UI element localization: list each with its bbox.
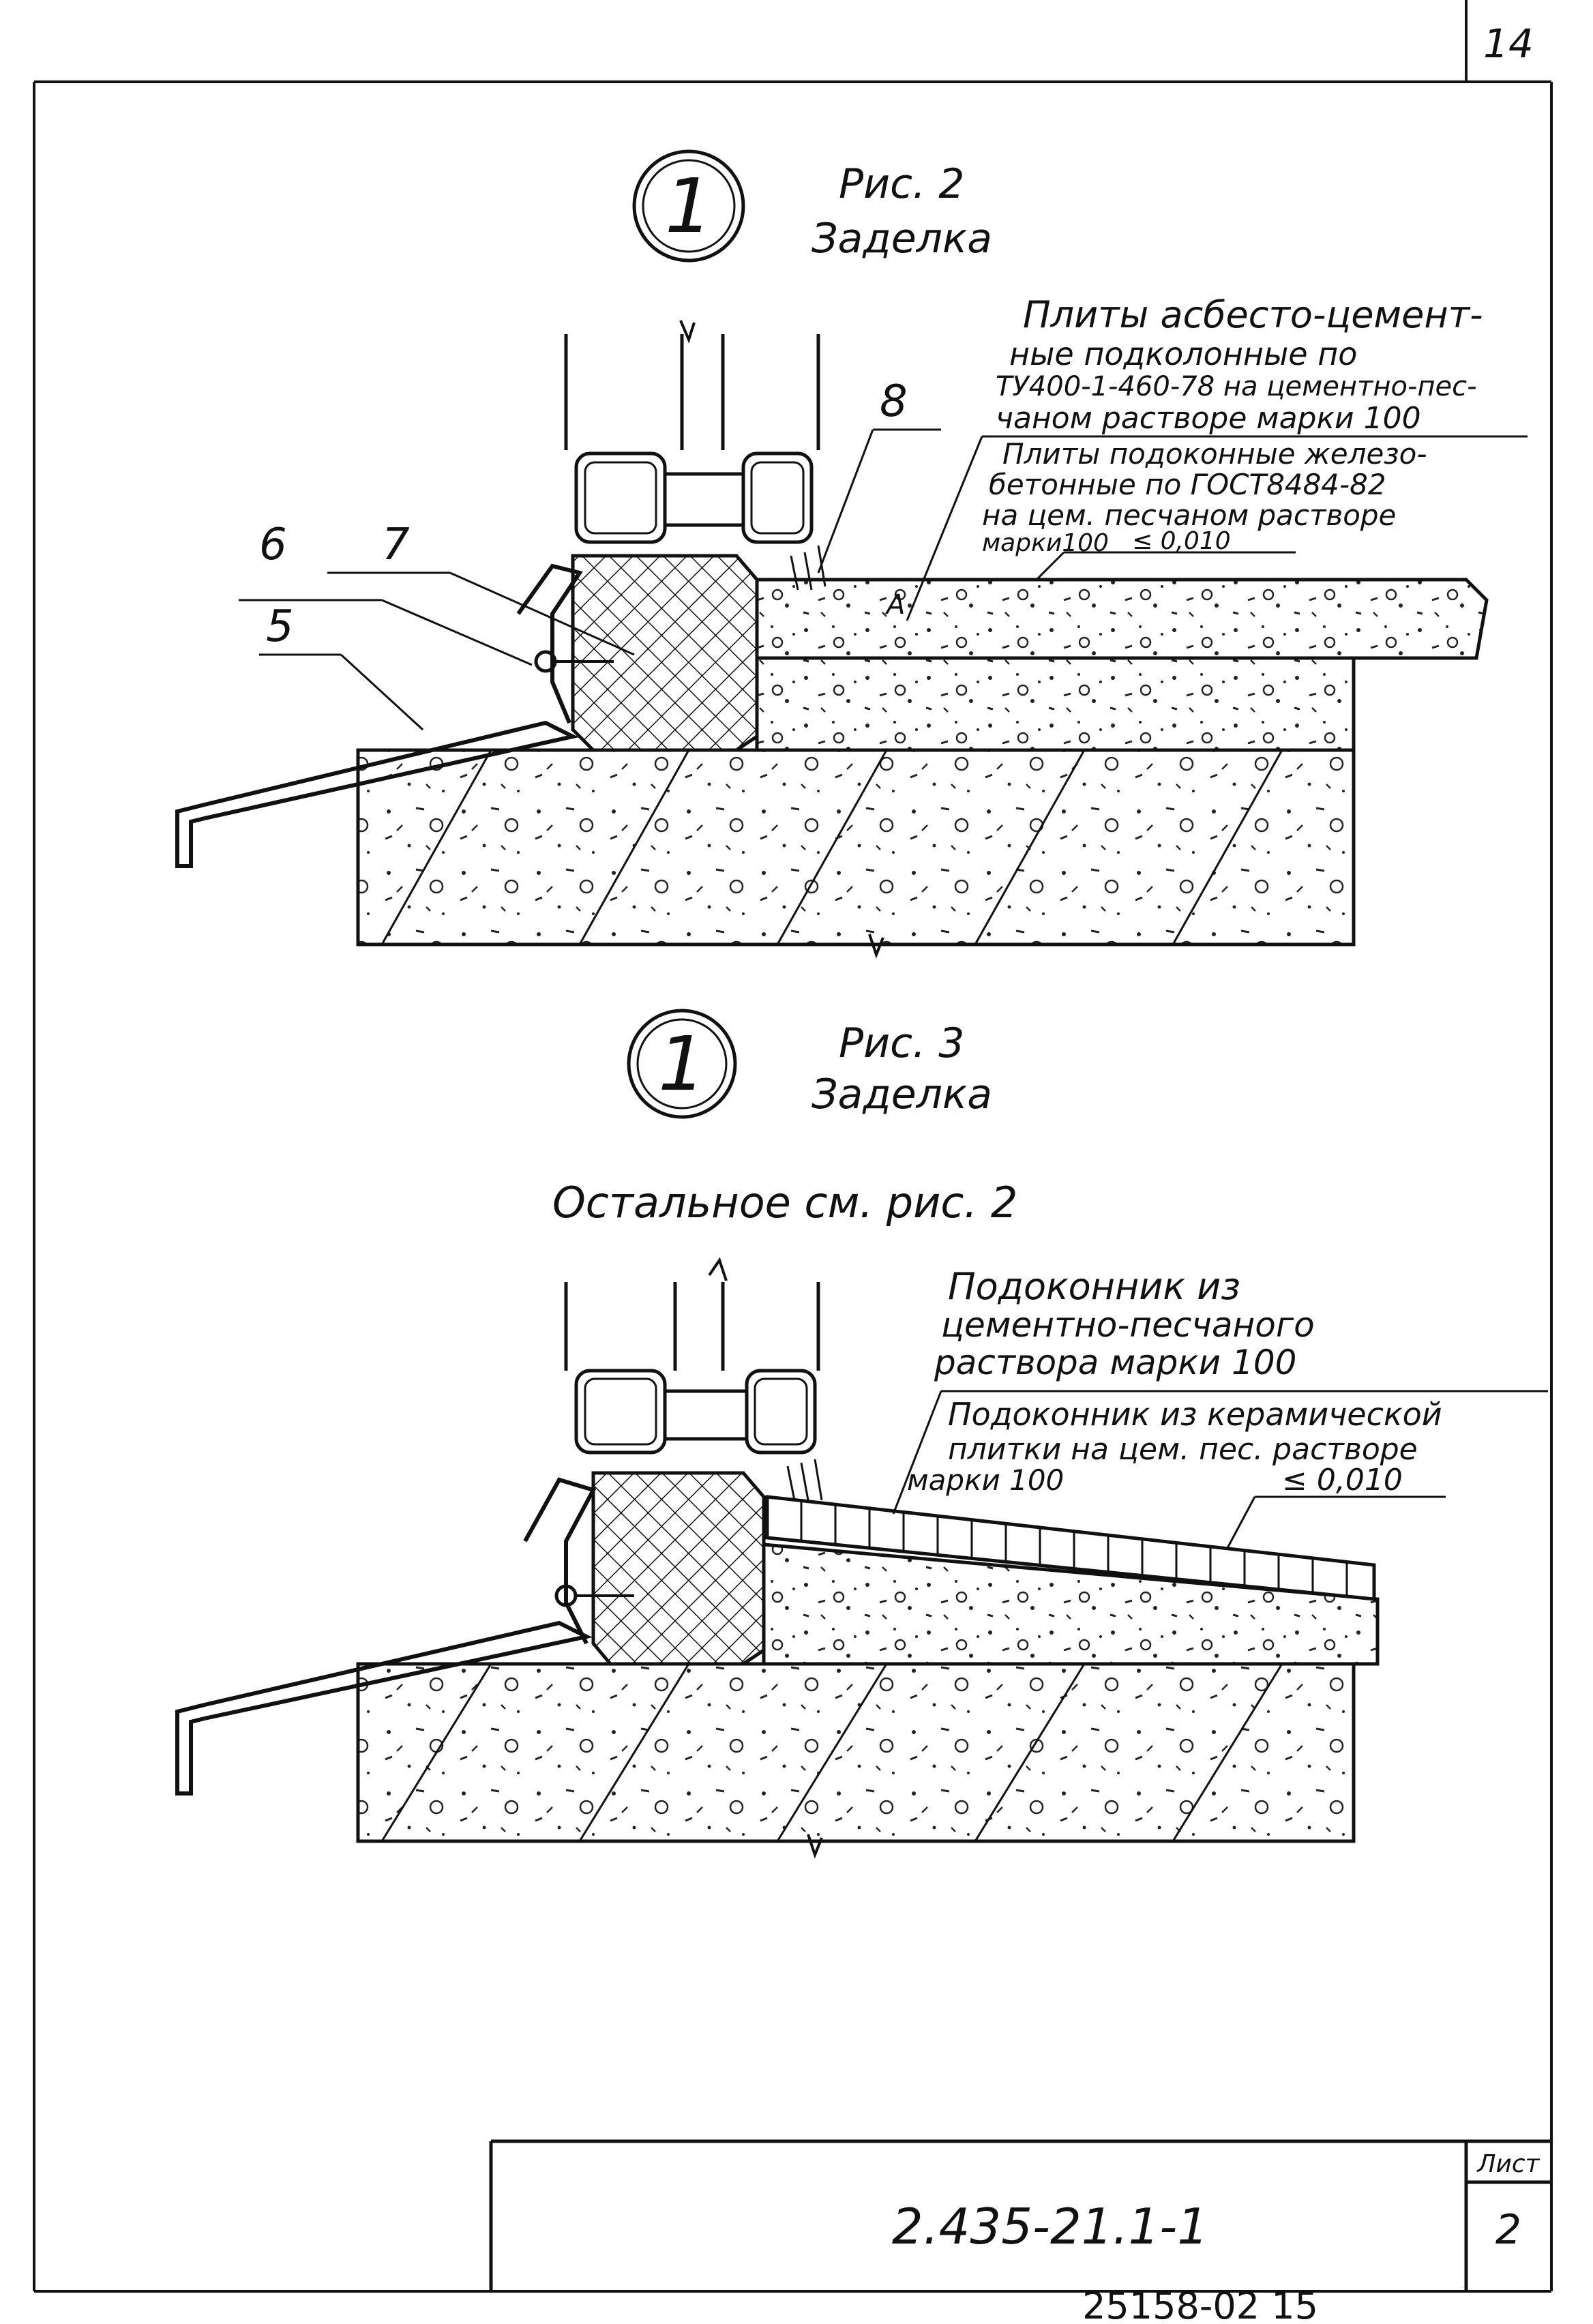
figure-3-note-1: Подоконник из цементно-песчаного раствор… [934,1265,1315,1382]
sheet-number: 14 [1483,20,1534,67]
figure-3-leaders [892,1390,1548,1549]
figure-2-note-1-line-2: ные подколонные по [1009,336,1357,372]
figure-2-note-2-line-3: на цем. песчаном растворе [982,498,1396,532]
title-block-sheet-label: Лист [1476,2150,1540,2178]
figure-2-note-1-line-4: чаном растворе марки 100 [996,401,1421,436]
figure-3-note-2-line-2: плитки на цем. пес. растворе [948,1432,1418,1467]
figure-3-note-1-line-1: Подоконник из [948,1265,1240,1308]
figure-2-point-label: А [884,589,905,621]
figure-2-callout-5: 5 [266,601,294,652]
figure-3-note-1-line-3: раствора марки 100 [934,1343,1296,1382]
figure-3-note-1-line-2: цементно-песчаного [941,1305,1315,1345]
figure-2-note-1: Плиты асбесто-цемент- ные подколонные по… [996,293,1483,436]
figure-2-callout-6: 6 [259,520,287,570]
figure-3-marker-number: 1 [658,1020,706,1107]
figure-3-reference: Остальное см. рис. 2 [552,1178,1017,1227]
figure-3: 1 Рис. 3 Заделка Остальное см. рис. 2 [175,1009,1548,1859]
figure-3-ceramic-tiles [765,1495,1376,1601]
figure-2-note-2-line-4: марки100 [982,529,1109,557]
figure-3-gasket [591,1471,766,1666]
figure-3-note-2-line-3: марки 100 [907,1463,1064,1497]
figure-2-note-1-line-3: ТУ400-1-460-78 на цементно-пес- [996,371,1477,402]
figure-3-window-frame [564,1257,823,1501]
figure-3-note-2-line-1: Подоконник из керамической [948,1396,1442,1433]
figure-3-wall-slab [356,1662,1356,1859]
figure-2-flashing [175,563,614,868]
figure-2-caption: Рис. 2 [839,160,964,208]
figure-2-sill-plate [755,578,1489,660]
figure-2-marker: 1 [632,149,745,263]
figure-3-caption: Рис. 3 [839,1019,964,1067]
figure-2-note-1-line-1: Плиты асбесто-цемент- [1023,293,1483,336]
title-block [489,2139,1551,2291]
figure-2-leaders [239,428,1528,731]
figure-3-subtitle: Заделка [812,1071,992,1118]
figure-2: 1 Рис. 2 Заделка [175,149,1528,959]
figure-2-note-2-line-2: бетонные по ГОСТ8484-82 [989,468,1386,501]
sheet-frame [33,0,1553,2293]
figure-2-window-frame [564,320,827,591]
figure-2-marker-number: 1 [665,162,713,250]
figure-2-note-2-line-1: Плиты подоконные железо- [1002,437,1427,471]
figure-2-note-2: Плиты подоконные железо- бетонные по ГОС… [982,437,1427,557]
figure-2-callout-8: 8 [880,376,908,427]
figure-3-note-2: Подоконник из керамической плитки на цем… [907,1396,1442,1498]
title-block-sheet-value: 2 [1495,2206,1521,2254]
figure-2-subtitle: Заделка [812,215,992,263]
figure-3-flashing [175,1477,634,1796]
figure-2-wall-slab [356,748,1356,959]
figure-2-callout-7: 7 [382,520,410,570]
figure-3-marker: 1 [627,1009,737,1119]
figure-2-slope: ≤ 0,010 [1132,527,1231,555]
figure-2-mortar-bed [755,656,1356,752]
figure-3-slope: ≤ 0,010 [1282,1463,1403,1498]
title-block-designation: 2.435-21.1-1 [892,2198,1208,2255]
archive-number: 25158-02 15 [1082,2284,1318,2324]
figure-2-gasket [571,554,759,752]
